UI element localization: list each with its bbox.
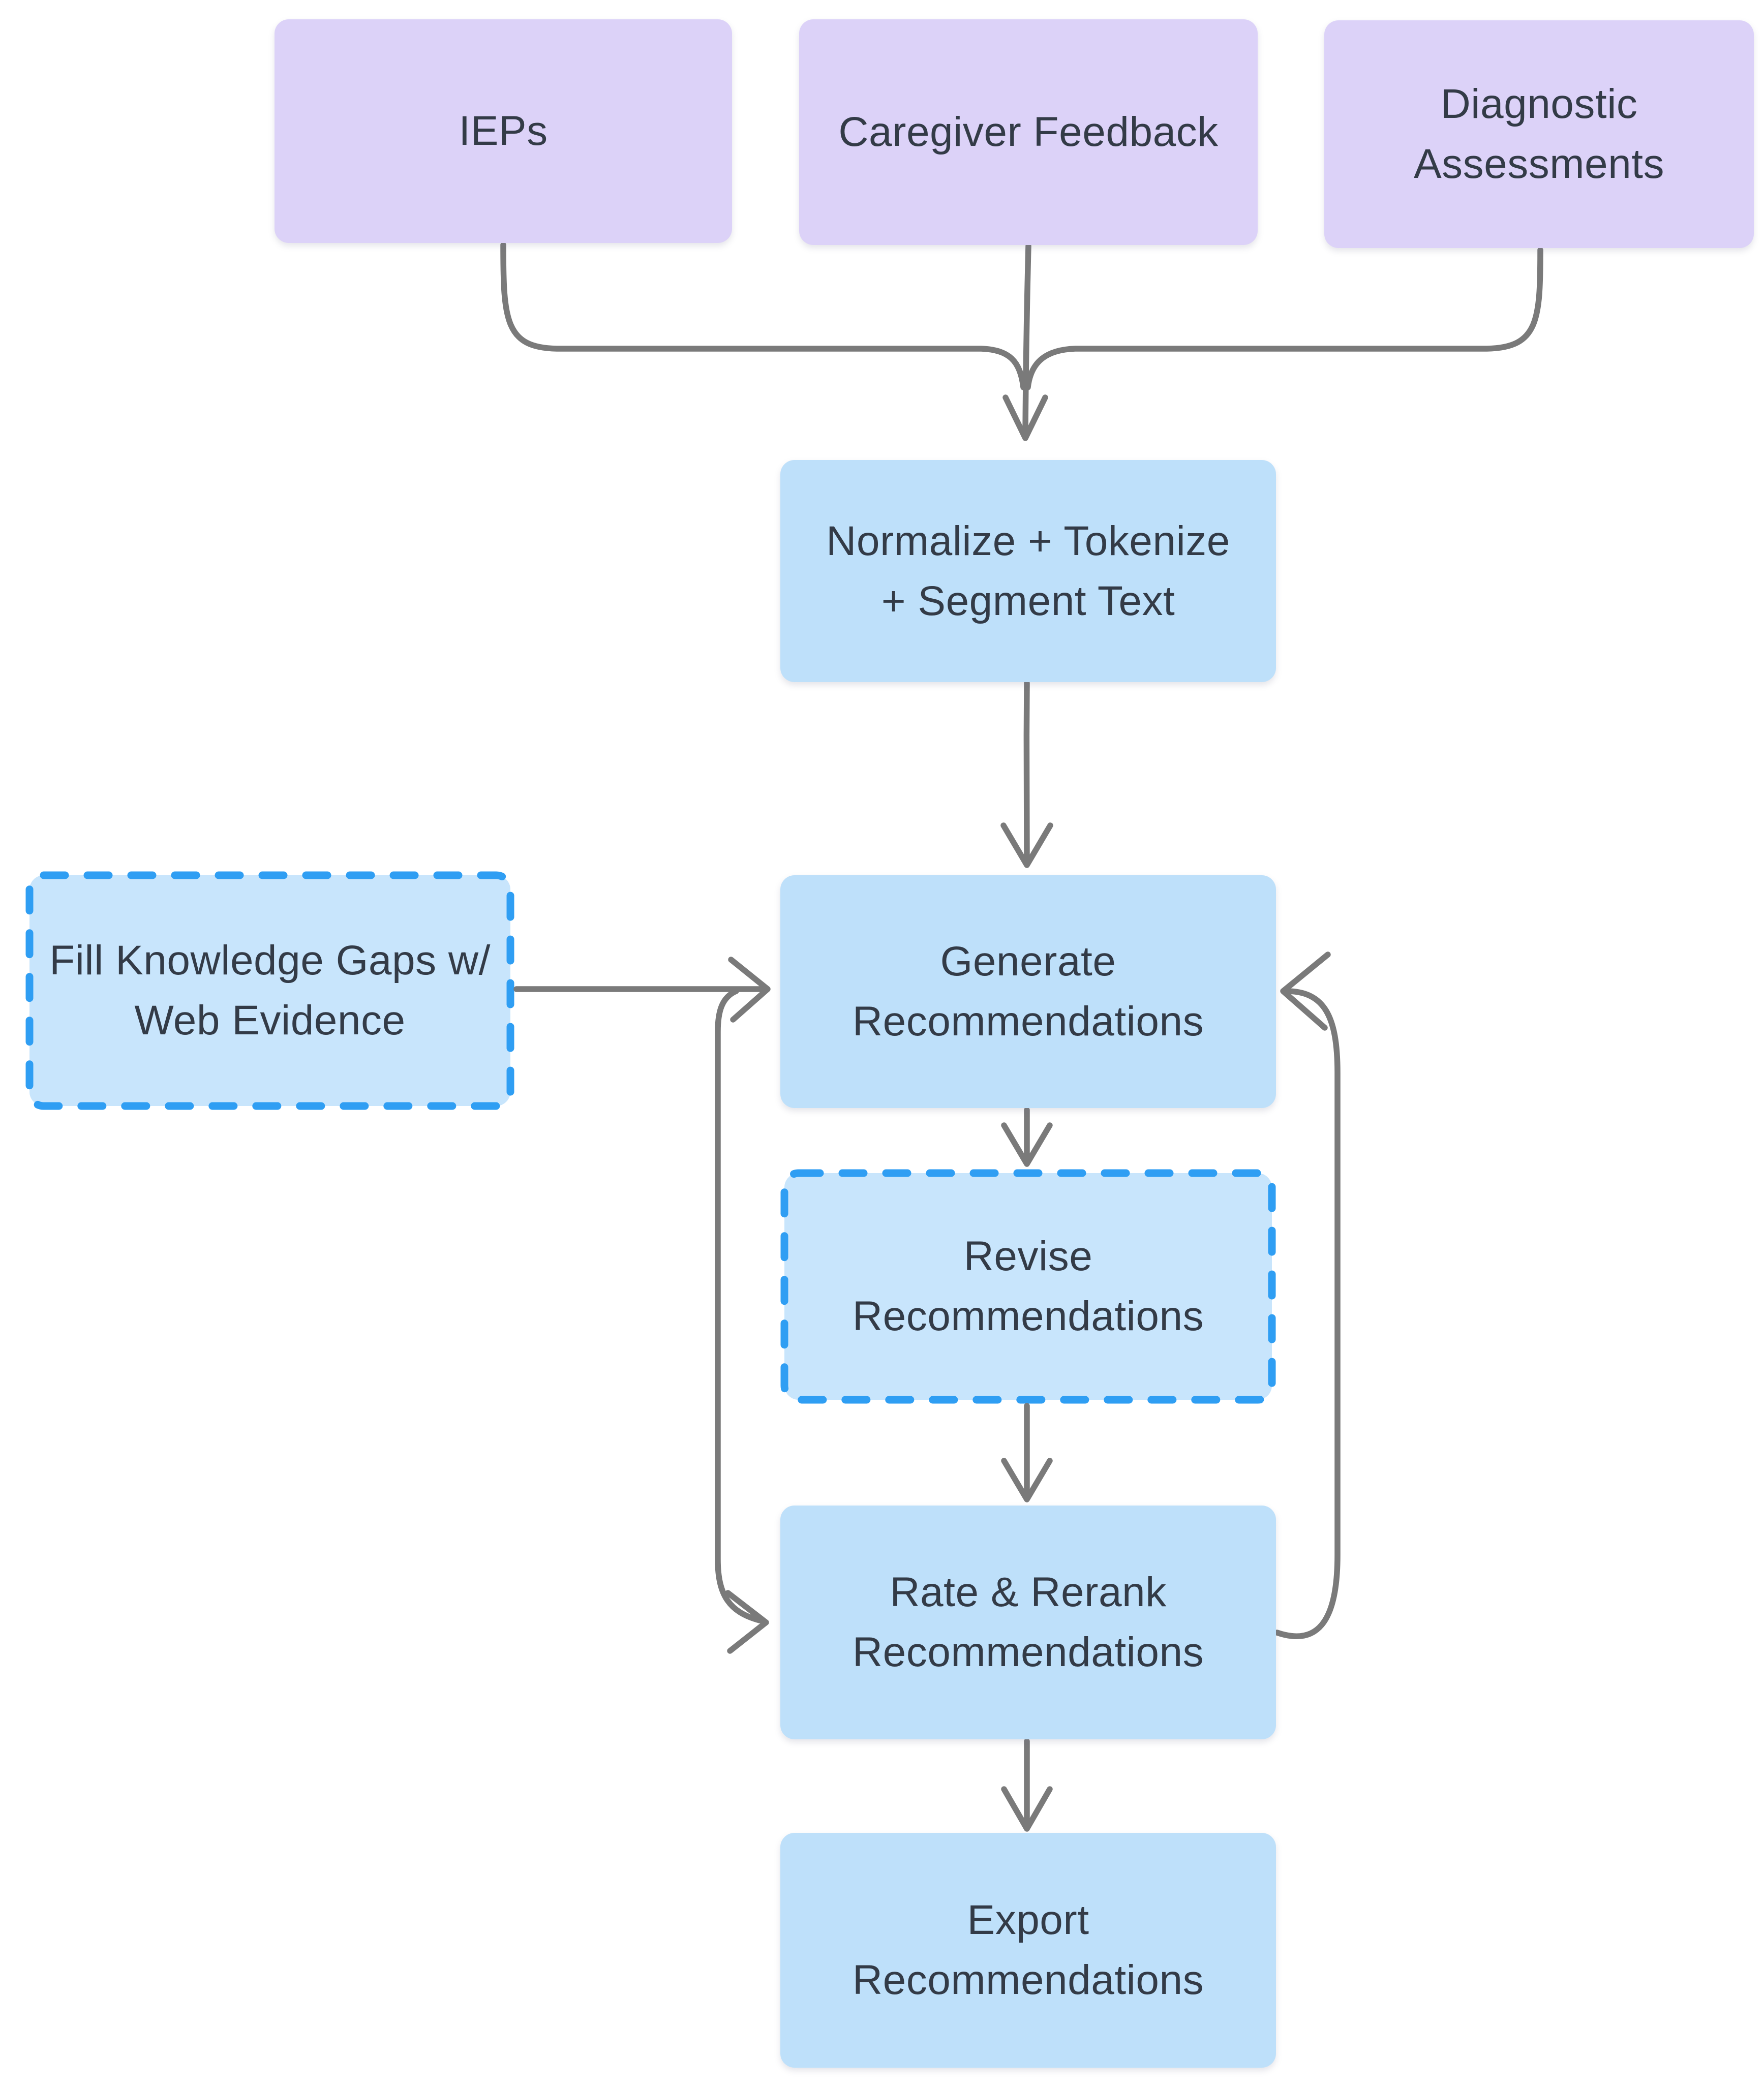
node-label-line: Rate & Rerank — [890, 1569, 1167, 1615]
edge-normalize-to-generate — [1000, 680, 1053, 868]
node-label-line: Recommendations — [852, 1957, 1204, 2003]
node-normalize-tokenize-segment: Normalize + Tokenize + Segment Text — [780, 460, 1276, 682]
node-caregiver-feedback: Caregiver Feedback — [799, 19, 1258, 245]
node-label-line: + Segment Text — [881, 577, 1175, 624]
node-export-recommendations: Export Recommendations — [780, 1833, 1276, 2068]
node-label-line: Recommendations — [852, 1629, 1204, 1675]
edge-revise-to-rate-rerank — [1001, 1403, 1053, 1502]
edge-caregiver-to-normalize — [1002, 243, 1048, 441]
node-ieps: IEPs — [275, 19, 732, 243]
node-label-line: Assessments — [1413, 141, 1665, 187]
node-label-line: Generate — [940, 938, 1116, 985]
revise-recommendations-dashed-frame — [780, 1169, 1276, 1404]
node-revise-recommendations: Revise Recommendations — [780, 1169, 1276, 1404]
node-label-line: Web Evidence — [134, 997, 406, 1043]
node-label-line: Recommendations — [852, 1293, 1204, 1339]
edge-rate-rerank-to-export — [1001, 1738, 1053, 1832]
edge-ieps-to-normalize — [500, 242, 1026, 390]
edge-diagnostic-to-normalize — [1025, 247, 1543, 390]
fill-knowledge-gaps-dashed-frame — [25, 871, 514, 1110]
node-label-line: Export — [967, 1897, 1089, 1943]
edge-fill-gaps-to-generate — [513, 957, 771, 1023]
node-label-line: Normalize + Tokenize — [826, 517, 1230, 564]
node-label-line: Revise — [963, 1233, 1093, 1279]
edge-branch-to-rate-rerank — [715, 988, 769, 1654]
node-label-line: IEPs — [459, 108, 548, 154]
node-label-line: Caregiver Feedback — [838, 109, 1219, 155]
node-diagnostic-assessments: Diagnostic Assessments — [1324, 20, 1754, 248]
node-generate-recommendations: Generate Recommendations — [780, 875, 1276, 1108]
node-fill-knowledge-gaps: Fill Knowledge Gaps w/ Web Evidence — [25, 871, 514, 1110]
node-label-line: Fill Knowledge Gaps w/ — [49, 937, 491, 984]
edge-rate-rerank-loop-to-generate — [1274, 951, 1341, 1640]
edge-generate-to-revise — [1001, 1107, 1053, 1167]
node-label-line: Recommendations — [852, 998, 1204, 1045]
node-rate-rerank-recommendations: Rate & Rerank Recommendations — [780, 1506, 1276, 1739]
node-label-line: Diagnostic — [1440, 81, 1638, 127]
